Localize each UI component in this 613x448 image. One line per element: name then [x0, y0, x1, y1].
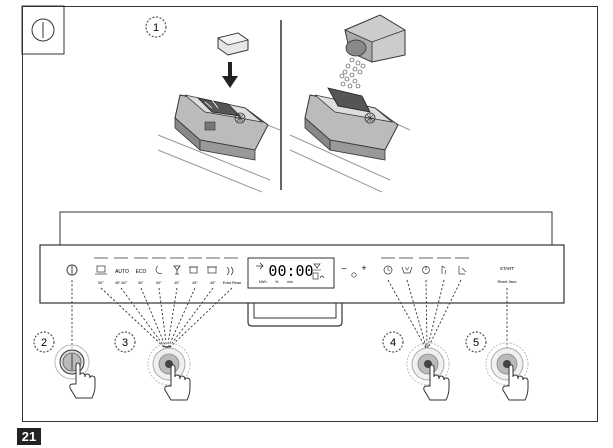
display-time: 00:00: [268, 262, 313, 280]
program-temps: 50° 45°-60° 50° 60° 45° 45° 45° Extra Ri…: [98, 281, 241, 285]
page-number: 21: [17, 428, 41, 445]
powder-dispenser-illustration: [289, 14, 411, 193]
rinse-aid-indicator-icon: [313, 263, 321, 271]
program-6-temp: 45°: [192, 281, 198, 285]
step-4-badge: 4: [382, 331, 404, 353]
program-1-monitor-icon[interactable]: [95, 265, 107, 275]
option-clock-icon[interactable]: [383, 265, 393, 275]
illustration-frame: [22, 6, 598, 422]
program-1-temp: 50°: [98, 281, 104, 285]
program-7-pot-wide-icon[interactable]: [207, 266, 217, 274]
minus-button[interactable]: –: [341, 263, 346, 273]
option-dry-icon[interactable]: [441, 265, 447, 275]
program-buttons: AUTO ECO: [95, 265, 234, 276]
door-handle-inner: [253, 303, 337, 319]
option-extra-icon[interactable]: [458, 266, 467, 275]
hand-icon-3: [164, 364, 191, 401]
option-buttons: [383, 265, 467, 275]
salt-indicator-icon: [312, 272, 325, 280]
press-circle-options: [406, 342, 450, 386]
start-label[interactable]: START: [500, 266, 515, 271]
step-1-badge: 1: [145, 16, 167, 38]
step-1-label: 1: [153, 22, 159, 34]
program-5-glass-icon[interactable]: [173, 265, 181, 275]
step-5-label: 5: [473, 337, 479, 349]
program-5-temp: 45°: [174, 281, 180, 285]
delay-arrow-icon: [256, 262, 264, 270]
program-2-label[interactable]: AUTO: [115, 269, 129, 275]
program-7-temp: 45°: [210, 281, 216, 285]
hand-icons: [69, 362, 529, 401]
option-tub-icon[interactable]: [401, 266, 413, 274]
program-6-pot-icon[interactable]: [189, 266, 198, 274]
start-sub-label: Reset 3sec: [498, 280, 517, 284]
program-8-rinse-icon[interactable]: [226, 266, 234, 276]
hand-icon-2: [69, 362, 96, 399]
plus-button[interactable]: +: [361, 263, 366, 273]
control-panel: [39, 244, 565, 304]
display-min: min: [287, 280, 293, 284]
step-3-badge: 3: [114, 331, 136, 353]
step-3-label: 3: [122, 337, 128, 349]
program-4-temp: 60°: [156, 281, 162, 285]
program-3-label[interactable]: ECO: [136, 269, 147, 275]
settings-dot-icon: [351, 272, 357, 278]
program-2-temp: 45°-60°: [115, 281, 128, 285]
tablet-dispenser-illustration: [157, 32, 281, 193]
step-2-label: 2: [41, 337, 47, 349]
power-box: [21, 5, 65, 55]
step-4-label: 4: [390, 337, 396, 349]
step-5-badge: 5: [465, 331, 487, 353]
program-3-temp: 50°: [138, 281, 144, 285]
program-8-temp: Extra Rinse: [223, 281, 242, 285]
panel-power-icon[interactable]: [66, 264, 78, 276]
display: 00:00 kWh % min: [247, 257, 335, 289]
display-kwh: kWh: [259, 280, 267, 284]
leader-lines: [71, 279, 508, 351]
dishwasher-outline: [59, 211, 553, 245]
hand-icon-4: [423, 364, 450, 401]
door-handle: [247, 303, 343, 327]
option-power-icon[interactable]: [422, 266, 430, 274]
display-percent: %: [275, 280, 279, 284]
program-4-moon-icon[interactable]: [155, 265, 163, 274]
power-icon-large: [31, 18, 55, 42]
hand-icon-5: [502, 364, 529, 401]
step-2-badge: 2: [33, 331, 55, 353]
